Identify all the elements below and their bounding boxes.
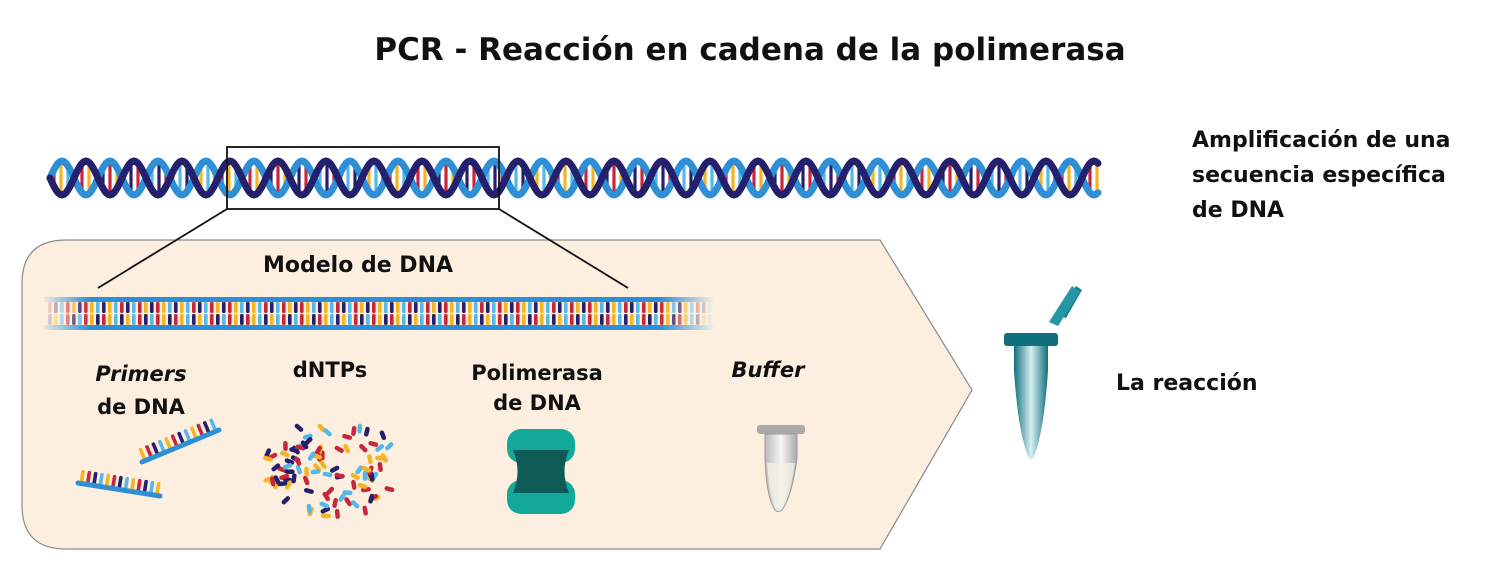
- zoom-line-left: [97, 208, 228, 289]
- buffer-tube-icon: [757, 425, 805, 512]
- zoom-line-right: [498, 208, 629, 289]
- amplification-line-1: Amplificación de una: [1192, 128, 1451, 153]
- template-dna-label: Modelo de DNA: [262, 253, 454, 278]
- polymerase-label-line-2: de DNA: [493, 391, 581, 415]
- primer-strand-upper: [138, 418, 222, 465]
- polymerase-label-line-1: Polimerasa: [471, 361, 603, 385]
- template-dna-strands: [44, 297, 714, 330]
- amplification-line-2: secuencia específica: [1192, 163, 1446, 188]
- primers-label-line-1: Primers: [95, 362, 187, 386]
- amplification-label: Amplificación de una secuencia específic…: [1192, 123, 1451, 228]
- primers-label-line-2: de DNA: [97, 395, 185, 419]
- polymerase-icon: [507, 429, 575, 514]
- buffer-label: Buffer: [731, 358, 805, 382]
- primers-label: Primers de DNA: [95, 358, 186, 424]
- amplification-line-3: de DNA: [1192, 198, 1285, 223]
- reaction-label: La reacción: [1116, 371, 1258, 396]
- dntps-label: dNTPs: [292, 358, 368, 382]
- reaction-tube-icon: [1004, 286, 1082, 459]
- dntp-cloud: [263, 423, 395, 519]
- primer-strand-lower: [75, 469, 163, 499]
- magnified-region-box: [226, 146, 500, 210]
- polymerase-label: Polimerasa de DNA: [471, 358, 603, 418]
- diagram-title: PCR - Reacción en cadena de la polimeras…: [374, 32, 1126, 68]
- dna-double-helix: [46, 157, 1102, 199]
